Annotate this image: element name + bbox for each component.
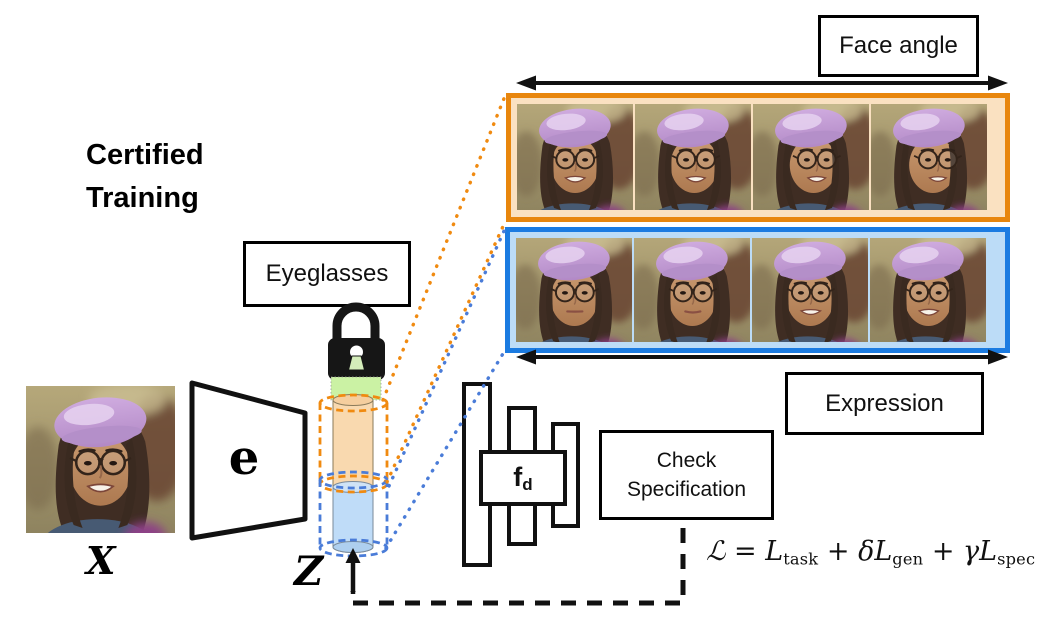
encoder-trapezoid: e bbox=[189, 380, 308, 541]
check-specification-box: Check Specification bbox=[599, 430, 774, 520]
expression-label: Expression bbox=[825, 389, 944, 417]
input-image bbox=[26, 386, 175, 533]
encoder-label: e bbox=[229, 430, 260, 486]
latent-label: Z bbox=[294, 548, 324, 595]
discriminator-fd-box: fd bbox=[479, 450, 567, 506]
input-label: X bbox=[86, 538, 116, 583]
face-angle-label-box: Face angle bbox=[818, 15, 979, 77]
check-specification-label: Check Specification bbox=[626, 448, 747, 501]
face-angle-arrow bbox=[516, 75, 1008, 91]
loss-formula: ℒ = Ltask + δLgen + γLspec bbox=[706, 536, 1036, 569]
page-title: Certified Training bbox=[86, 134, 204, 220]
face-image-expr-4 bbox=[870, 238, 986, 342]
title-line-1: Certified bbox=[86, 139, 204, 171]
lock-icon bbox=[328, 302, 385, 380]
face-image-angle-1 bbox=[517, 104, 633, 210]
face-image-expr-3 bbox=[752, 238, 868, 342]
fd-label: fd bbox=[513, 461, 533, 494]
latent-orange-segment bbox=[332, 399, 374, 493]
face-angle-label: Face angle bbox=[839, 32, 958, 59]
face-angle-image-row bbox=[506, 93, 1010, 222]
face-image-angle-4 bbox=[871, 104, 987, 210]
face-image-expr-2 bbox=[634, 238, 750, 342]
expression-label-box: Expression bbox=[785, 372, 984, 435]
face-image-angle-3 bbox=[753, 104, 869, 210]
expression-image-row bbox=[505, 227, 1010, 353]
eyeglasses-label-box: Eyeglasses bbox=[243, 241, 411, 307]
face-image-angle-2 bbox=[635, 104, 751, 210]
face-image-expr-1 bbox=[516, 238, 632, 342]
eyeglasses-label: Eyeglasses bbox=[265, 260, 389, 287]
title-line-2: Training bbox=[86, 181, 199, 214]
latent-cylinder bbox=[318, 376, 389, 558]
